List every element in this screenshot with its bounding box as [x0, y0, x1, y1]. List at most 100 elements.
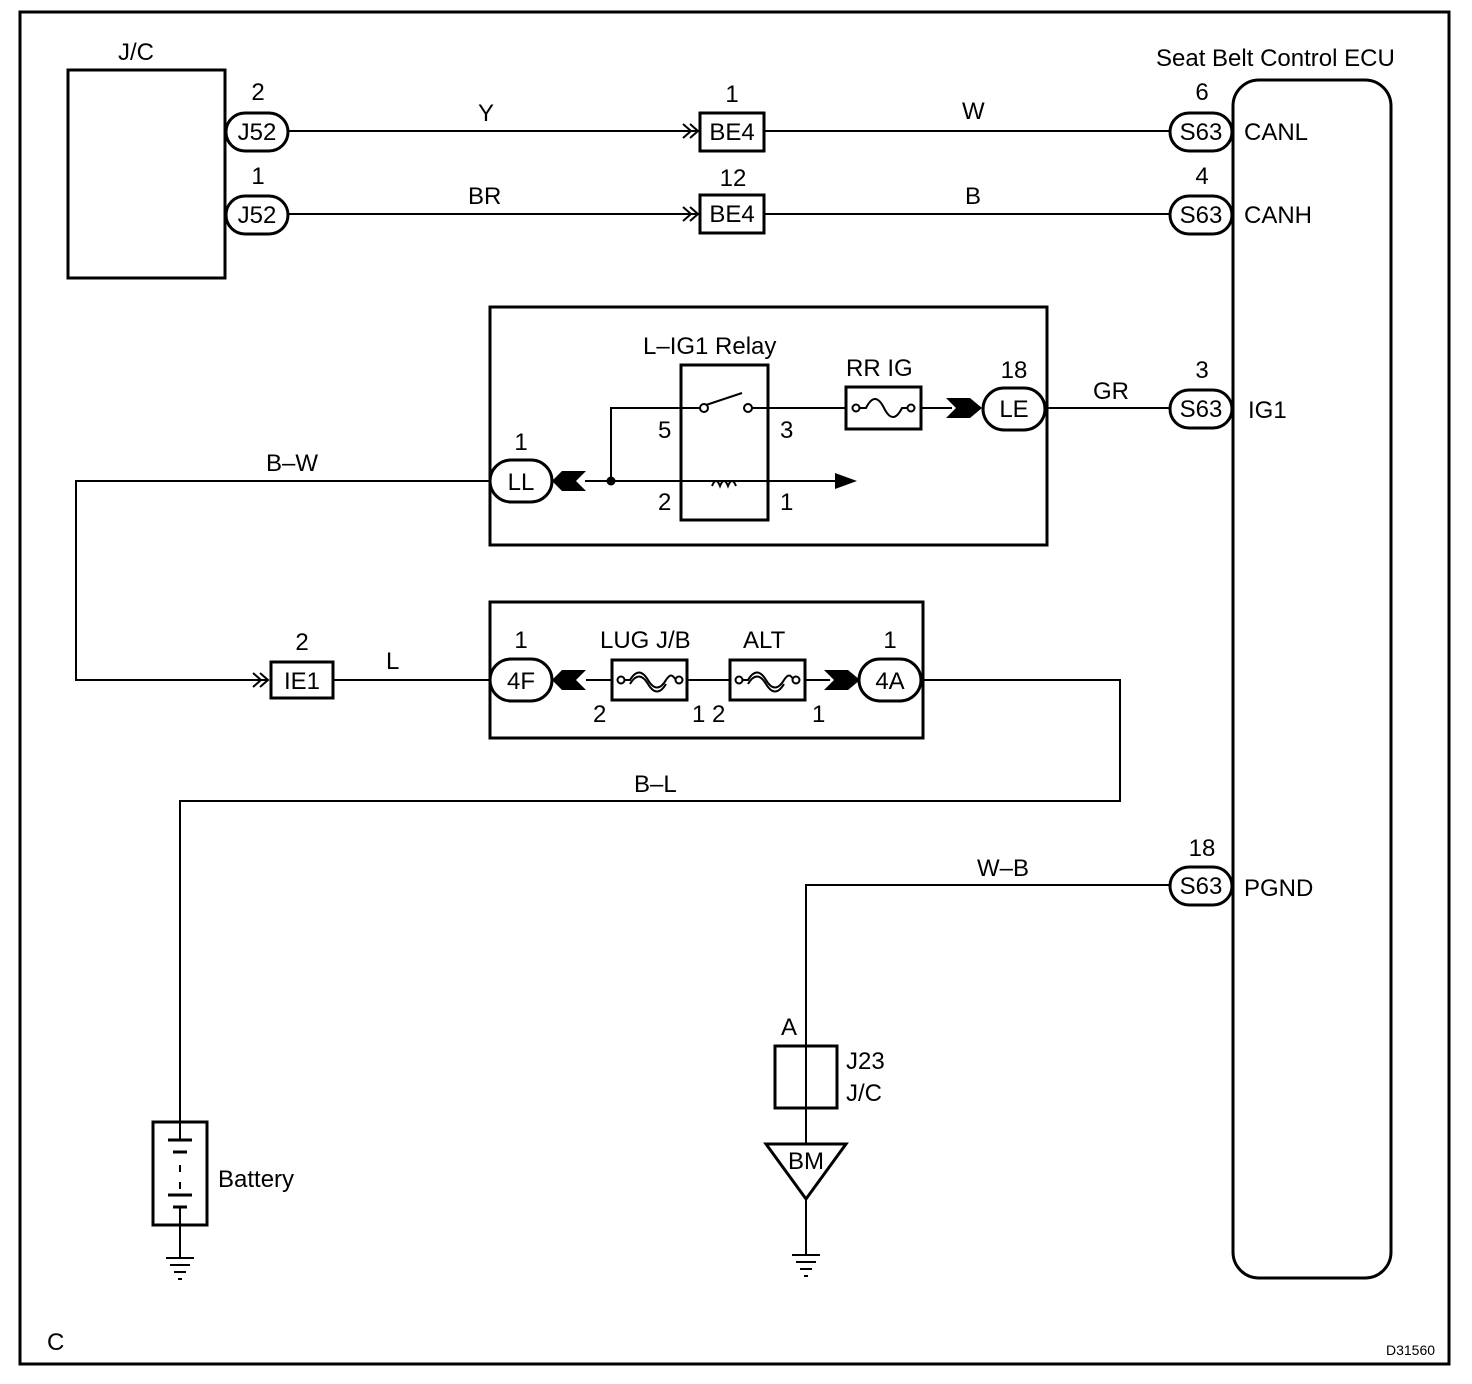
connector-j52-a [224, 111, 290, 153]
connector-ie1-pin: 2 [295, 629, 308, 656]
connector-4a-pin: 1 [883, 627, 896, 654]
fuse-alt-icon [742, 671, 795, 693]
ecu-terminal-canl: CANL [1244, 119, 1308, 146]
relay-contact-left [699, 403, 709, 413]
connector-ll-name: LL [508, 469, 535, 496]
ecu-terminal-ig1: IG1 [1248, 397, 1287, 424]
figure-id: D31560 [1386, 1342, 1435, 1358]
connector-ie1-name: IE1 [284, 668, 320, 695]
connector-s63-canl [1168, 111, 1234, 153]
4f-terminal-icon [552, 670, 586, 690]
relay-switch-icon [705, 392, 743, 406]
connector-be4-a [698, 111, 766, 153]
ecu-terminal-pgnd: PGND [1244, 875, 1313, 902]
ground-point-bm-label: BM [788, 1148, 824, 1175]
connector-s63-canh-name: S63 [1180, 202, 1223, 229]
connector-s63-ig1-name: S63 [1180, 396, 1223, 423]
wire-label-bw: B–W [266, 450, 318, 477]
le-terminal-icon [946, 398, 982, 418]
relay-junction-dot [606, 476, 616, 486]
connector-4a-name: 4A [875, 668, 904, 695]
connector-le [981, 386, 1047, 432]
j23-label-line1: J23 [846, 1048, 885, 1075]
fuse-alt-pin-left: 2 [712, 701, 725, 728]
wire-label-bl: B–L [634, 771, 677, 798]
connector-4f-name: 4F [507, 668, 535, 695]
fuse-alt-end-right [791, 675, 801, 685]
relay-wire-5 [610, 407, 704, 481]
connector-s63-pgnd-pin: 18 [1189, 835, 1216, 862]
wire-label-br: BR [468, 183, 501, 210]
fuse-lug-jb-end-left [616, 675, 626, 685]
connector-s63-ig1-pin: 3 [1195, 357, 1208, 384]
wire-wb [805, 884, 1170, 1255]
fuse-rr-ig-icon [858, 398, 909, 418]
connector-j52-a-name: J52 [238, 119, 277, 146]
relay-pin-2: 2 [658, 489, 671, 516]
connector-le-name: LE [999, 396, 1028, 423]
wire-label-b: B [965, 183, 981, 210]
corner-label: C [47, 1329, 64, 1356]
ground-icon [792, 1254, 820, 1277]
be4-a-arrow-icon [682, 123, 700, 139]
connector-le-pin: 18 [1001, 357, 1028, 384]
connector-s63-canl-name: S63 [1180, 119, 1223, 146]
relay-box [679, 363, 770, 522]
relay-block [488, 305, 1049, 547]
connector-be4-b-name: BE4 [709, 201, 754, 228]
diagram-frame [18, 10, 1451, 1366]
j23-box [773, 1044, 839, 1110]
connector-be4-a-name: BE4 [709, 119, 754, 146]
ie1-arrow-icon [252, 672, 270, 688]
connector-4f-pin: 1 [514, 627, 527, 654]
battery-ground-icon [166, 1257, 194, 1280]
connector-be4-a-pin: 1 [725, 81, 738, 108]
relay-contact-right [743, 403, 753, 413]
connector-4a [857, 657, 923, 703]
4a-terminal-icon [824, 670, 860, 690]
be4-b-arrow-icon [682, 206, 700, 222]
fuse-rr-ig-end-right [906, 403, 916, 413]
connector-s63-canh-pin: 4 [1195, 163, 1208, 190]
fuse-alt-label: ALT [743, 627, 786, 654]
wire-label-l: L [386, 648, 399, 675]
relay-pin-1: 1 [780, 489, 793, 516]
connector-ie1 [269, 660, 335, 700]
fuse-lug-pin-right: 1 [692, 701, 705, 728]
connector-j52-a-pin: 2 [251, 79, 264, 106]
wire-label-wb: W–B [977, 855, 1029, 882]
fuse-rr-ig-end-left [851, 403, 861, 413]
connector-be4-b-pin: 12 [720, 165, 747, 192]
relay-arrow-icon [835, 473, 857, 489]
ground-point-bm [763, 1142, 849, 1202]
fuse-lug-jb-icon [624, 671, 677, 693]
j23-label-line2: J/C [846, 1080, 882, 1107]
relay-pin-5: 5 [658, 417, 671, 444]
battery-label: Battery [218, 1166, 294, 1193]
j23-pin-a: A [781, 1014, 797, 1041]
connector-s63-canh [1168, 194, 1234, 236]
connector-j52-b-name: J52 [238, 202, 277, 229]
ecu-box [1231, 78, 1393, 1280]
connector-j52-b [224, 194, 290, 236]
connector-s63-pgnd-name: S63 [1180, 873, 1223, 900]
wire-bw [75, 480, 490, 681]
fuse-alt-pin-right: 1 [812, 701, 825, 728]
fuse-lug-pin-left: 2 [593, 701, 606, 728]
fuse-alt-end-left [734, 675, 744, 685]
fuse-block [488, 600, 925, 740]
connector-j52-b-pin: 1 [251, 163, 264, 190]
wire-bl [179, 679, 1121, 1122]
fuse-rr-ig-label: RR IG [846, 355, 913, 382]
connector-be4-b [698, 193, 766, 235]
ecu-terminal-canh: CANH [1244, 202, 1312, 229]
wire-label-w: W [962, 98, 985, 125]
ll-terminal-icon [552, 471, 586, 491]
jc-top-label: J/C [118, 39, 154, 66]
relay-label: L–IG1 Relay [643, 333, 776, 360]
jc-top-box [66, 68, 227, 280]
fuse-lug-jb-label: LUG J/B [600, 627, 691, 654]
connector-ll-pin: 1 [514, 429, 527, 456]
wire-label-y: Y [478, 100, 494, 127]
